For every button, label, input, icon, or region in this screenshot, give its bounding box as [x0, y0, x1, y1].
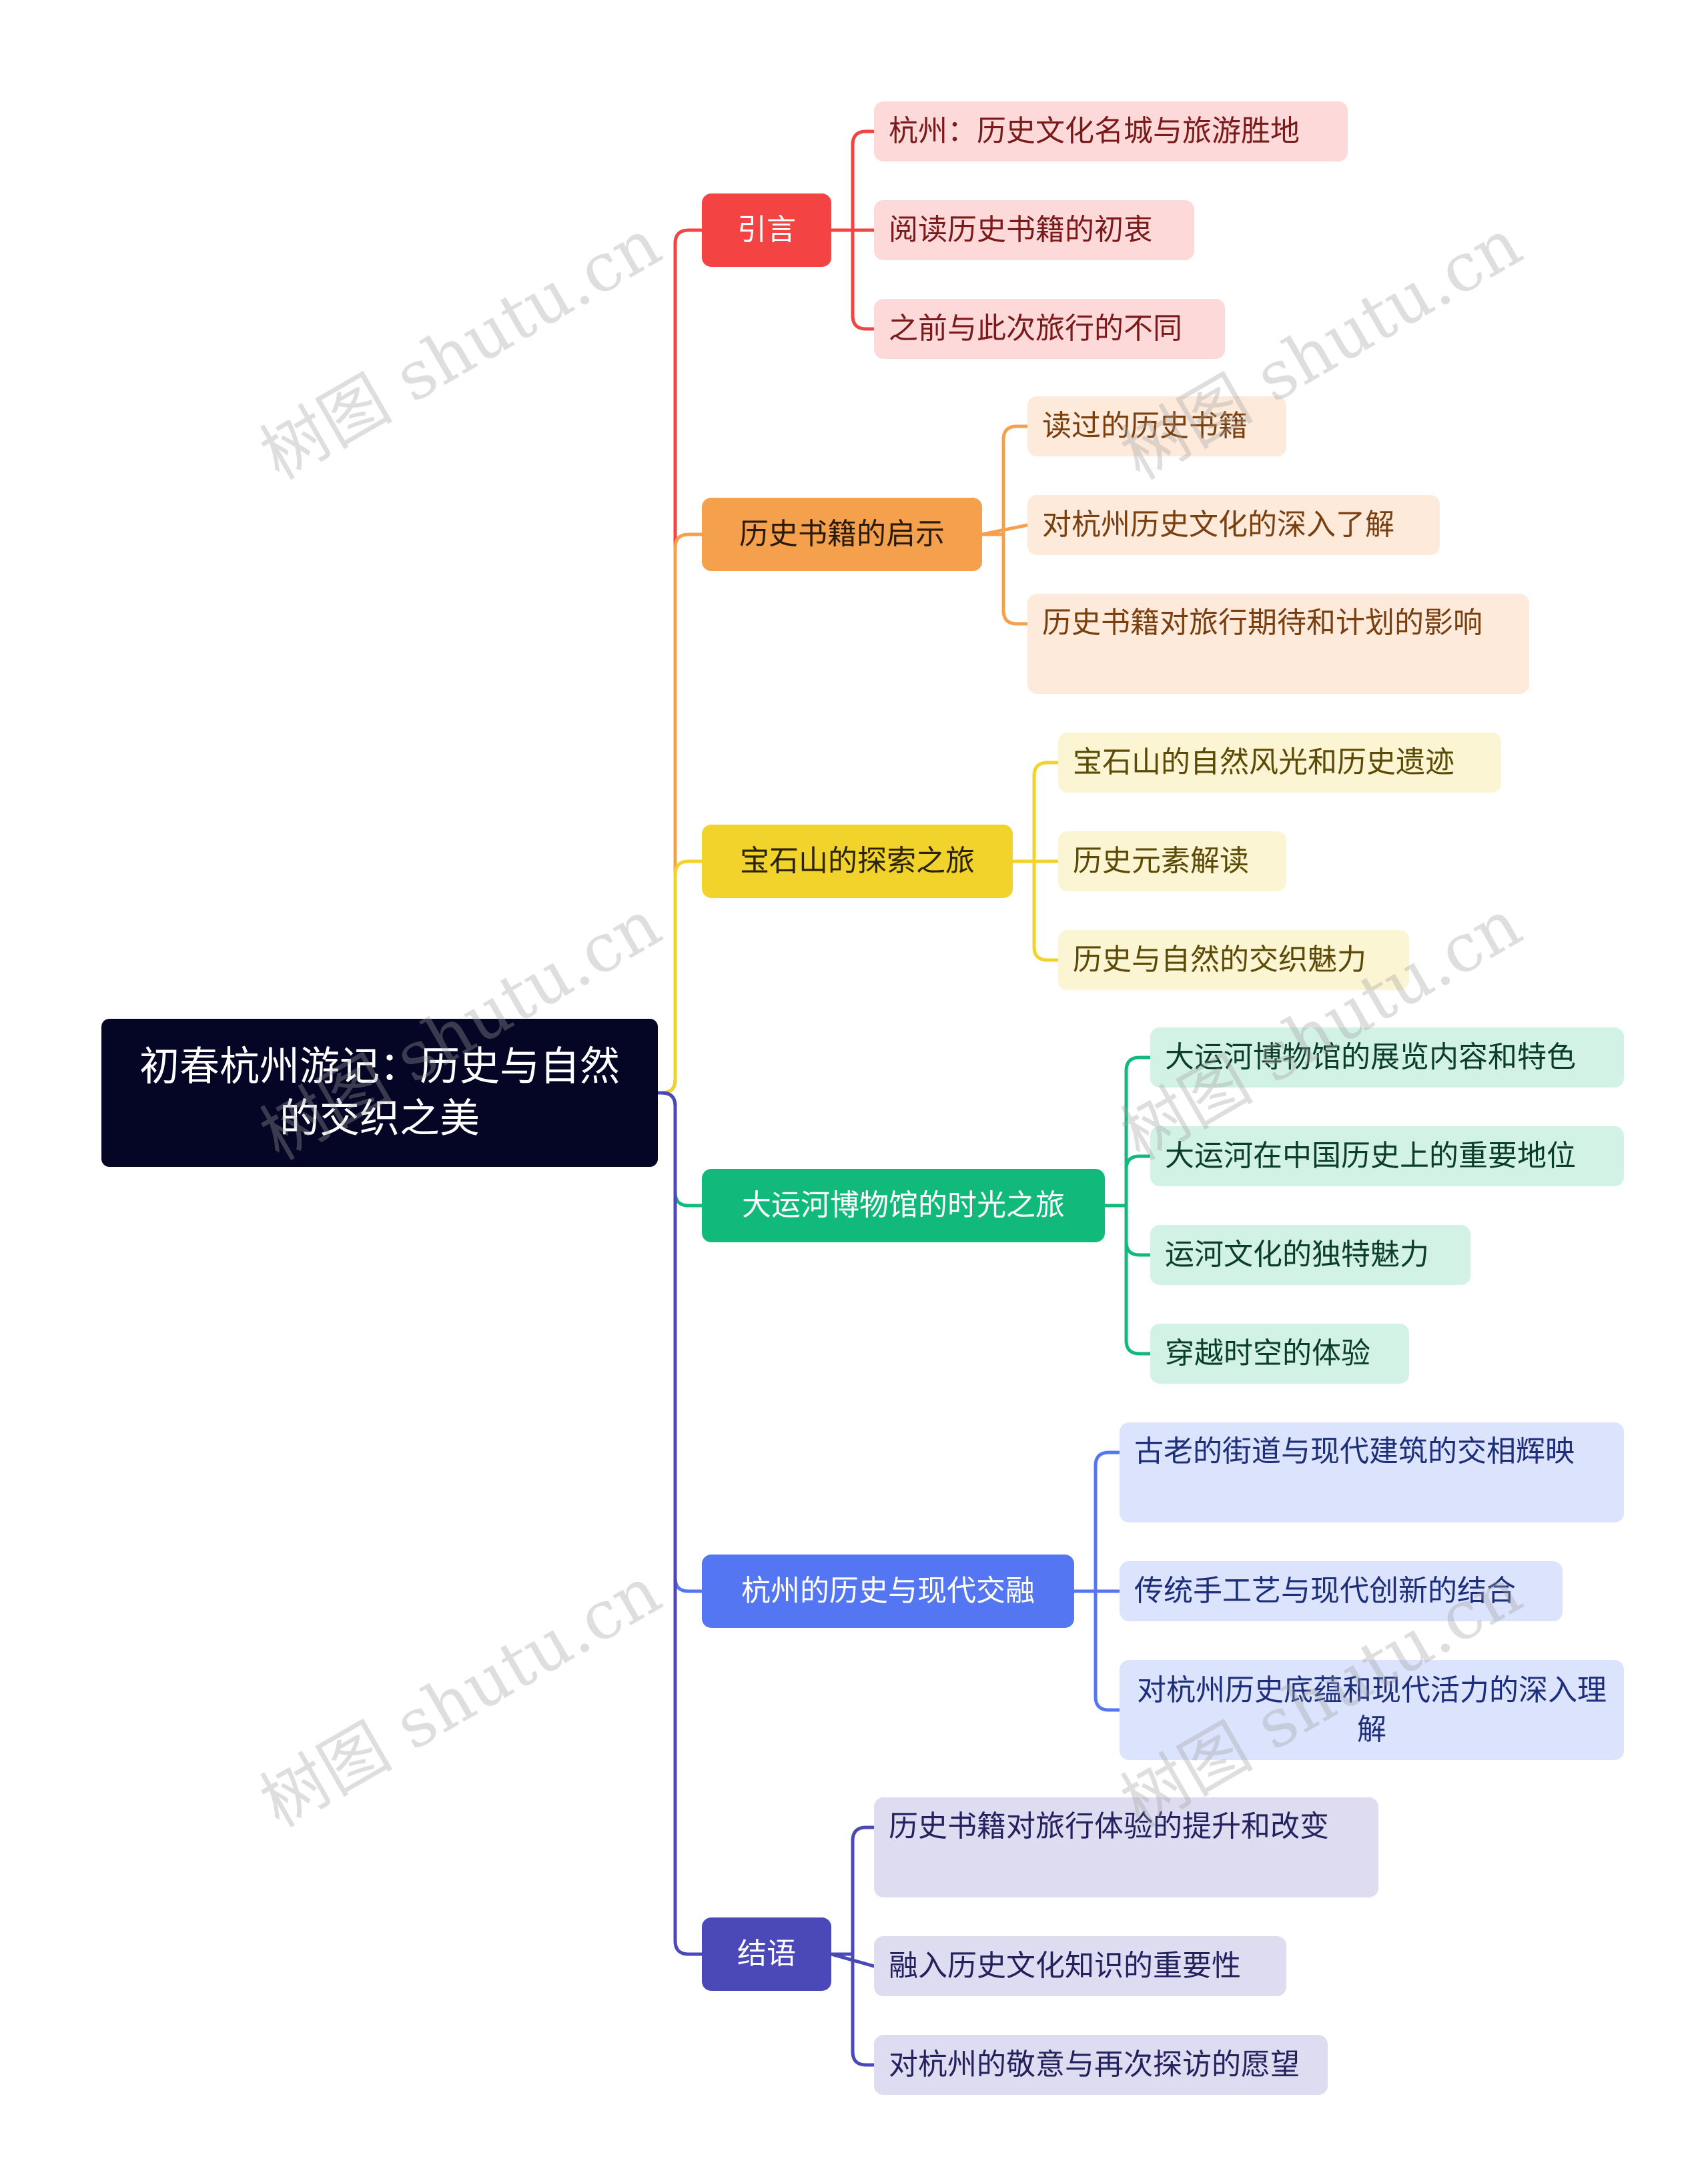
branch-baoshi-mountain[interactable]: 宝石山的探索之旅: [702, 825, 1013, 898]
leaf-item[interactable]: 历史书籍对旅行期待和计划的影响: [1027, 594, 1529, 694]
leaf-item[interactable]: 读过的历史书籍: [1027, 396, 1286, 456]
branch-to-leaf-line: [1103, 1055, 1152, 1208]
branch-to-leaf-line: [1103, 1204, 1152, 1356]
leaf-label: 历史与自然的交织魅力: [1073, 943, 1366, 977]
leaf-item[interactable]: 传统手工艺与现代创新的结合: [1120, 1561, 1563, 1621]
root-to-branch-line: [656, 532, 704, 1095]
leaf-item[interactable]: 对杭州历史底蕴和现代活力的深入理解: [1120, 1660, 1624, 1760]
leaf-item[interactable]: 对杭州历史文化的深入了解: [1027, 495, 1440, 555]
branch-to-leaf-line: [829, 1825, 876, 1956]
leaf-label: 历史书籍对旅行体验的提升和改变: [889, 1809, 1329, 1843]
leaf-item[interactable]: 融入历史文化知识的重要性: [874, 1936, 1286, 1996]
leaf-label: 阅读历史书籍的初衷: [889, 213, 1153, 248]
branch-label: 宝石山的探索之旅: [740, 844, 975, 879]
branch-label: 结语: [737, 1937, 796, 1972]
leaf-item[interactable]: 大运河在中国历史上的重要地位: [1150, 1126, 1624, 1186]
leaf-label: 穿越时空的体验: [1165, 1336, 1370, 1371]
branch-conclusion[interactable]: 结语: [702, 1917, 831, 1991]
leaf-item[interactable]: 杭州：历史文化名城与旅游胜地: [874, 101, 1348, 161]
branch-label: 历史书籍的启示: [739, 517, 945, 552]
leaf-label: 杭州：历史文化名城与旅游胜地: [889, 114, 1300, 149]
leaf-item[interactable]: 古老的街道与现代建筑的交相辉映: [1120, 1422, 1624, 1522]
branch-label: 大运河博物馆的时光之旅: [742, 1188, 1065, 1223]
leaf-label: 运河文化的独特魅力: [1165, 1238, 1429, 1272]
leaf-label: 传统手工艺与现代创新的结合: [1134, 1574, 1516, 1609]
branch-to-leaf-line: [829, 1952, 876, 2067]
branch-intro[interactable]: 引言: [702, 193, 831, 267]
leaf-label: 古老的街道与现代建筑的交相辉映: [1134, 1434, 1575, 1468]
branch-to-leaf-line: [1072, 1589, 1122, 1712]
root-to-branch-line: [656, 859, 704, 1095]
leaf-item[interactable]: 阅读历史书籍的初衷: [874, 200, 1194, 260]
root-topic[interactable]: 初春杭州游记：历史与自然的交织之美: [101, 1019, 658, 1167]
branch-history-modern[interactable]: 杭州的历史与现代交融: [702, 1555, 1074, 1628]
root-to-branch-line: [656, 1091, 704, 1593]
leaf-label: 大运河在中国历史上的重要地位: [1165, 1139, 1576, 1174]
leaf-item[interactable]: 之前与此次旅行的不同: [874, 299, 1225, 359]
root-to-branch-line: [656, 228, 704, 1095]
root-topic-label: 初春杭州游记：历史与自然的交织之美: [139, 1043, 620, 1142]
branch-label: 引言: [737, 213, 796, 248]
root-to-branch-line: [656, 1091, 704, 1208]
branch-to-leaf-line: [1072, 1450, 1122, 1593]
leaf-label: 对杭州的敬意与再次探访的愿望: [889, 2048, 1300, 2082]
leaf-item[interactable]: 运河文化的独特魅力: [1150, 1225, 1470, 1285]
leaf-item[interactable]: 对杭州的敬意与再次探访的愿望: [874, 2035, 1328, 2095]
leaf-label: 之前与此次旅行的不同: [889, 312, 1182, 346]
branch-to-leaf-line: [1011, 761, 1060, 863]
leaf-label: 对杭州历史文化的深入了解: [1042, 508, 1394, 542]
leaf-item[interactable]: 历史与自然的交织魅力: [1058, 930, 1409, 990]
leaf-label: 历史元素解读: [1073, 844, 1249, 879]
branch-to-leaf-line: [1011, 859, 1060, 962]
branch-to-leaf-line: [1103, 1154, 1152, 1208]
leaf-label: 历史书籍对旅行期待和计划的影响: [1042, 606, 1482, 640]
leaf-item[interactable]: 历史书籍对旅行体验的提升和改变: [874, 1797, 1378, 1897]
branch-history-books[interactable]: 历史书籍的启示: [702, 498, 982, 571]
leaf-label: 读过的历史书籍: [1042, 409, 1248, 444]
branch-to-leaf-line: [829, 129, 876, 232]
branch-to-leaf-line: [829, 228, 876, 331]
leaf-label: 宝石山的自然风光和历史遗迹: [1073, 745, 1454, 780]
root-to-branch-line: [656, 1091, 704, 1956]
branch-to-leaf-line: [980, 532, 1029, 626]
leaf-label: 对杭州历史底蕴和现代活力的深入理解: [1137, 1673, 1607, 1747]
leaf-item[interactable]: 大运河博物馆的展览内容和特色: [1150, 1027, 1624, 1087]
branch-label: 杭州的历史与现代交融: [741, 1574, 1035, 1609]
branch-to-leaf-line: [980, 424, 1029, 536]
leaf-item[interactable]: 宝石山的自然风光和历史遗迹: [1058, 733, 1501, 793]
branch-grand-canal-museum[interactable]: 大运河博物馆的时光之旅: [702, 1169, 1105, 1242]
leaf-item[interactable]: 穿越时空的体验: [1150, 1324, 1409, 1384]
leaf-label: 大运河博物馆的展览内容和特色: [1165, 1040, 1576, 1075]
leaf-item[interactable]: 历史元素解读: [1058, 831, 1286, 891]
leaf-label: 融入历史文化知识的重要性: [889, 1949, 1241, 1984]
